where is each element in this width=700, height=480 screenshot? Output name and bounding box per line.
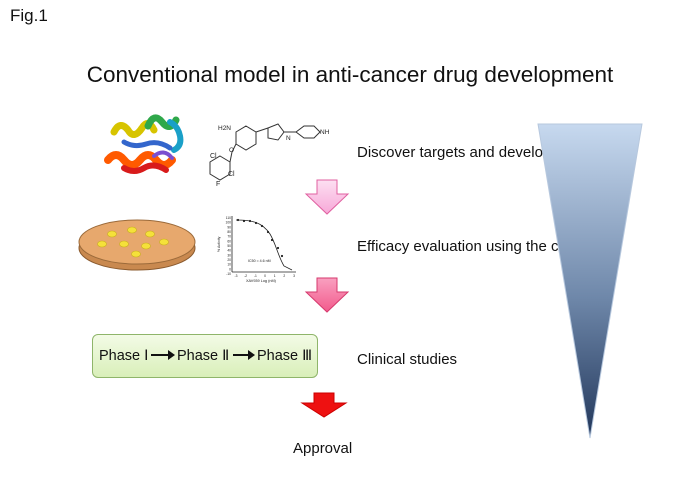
attrition-funnel-triangle (537, 123, 643, 439)
inset-x-label: XAV939 Log (nM) (246, 279, 277, 283)
inset-y-tick-label: 70 (227, 235, 231, 239)
inset-x-tick-label: 2 (283, 274, 285, 278)
inset-point (254, 221, 258, 225)
approval-text: Approval (293, 440, 353, 457)
chloro-label-top: Cl (210, 153, 217, 160)
inset-y-tick-label: 90 (227, 225, 231, 229)
inset-x-tick-label: -3 (235, 274, 238, 278)
stage-clinical-text: Clinical studies (357, 351, 458, 368)
inset-y-tick-label: 20 (227, 258, 231, 262)
inset-x-tick-label: 3 (293, 274, 295, 278)
drug-molecule-image: H2N Cl Cl F O N NH (209, 123, 330, 188)
inset-y-tick-label: 60 (227, 239, 231, 243)
figure-title: Conventional model in anti-cancer drug d… (86, 62, 614, 87)
chloro-label-bottom: Cl (228, 171, 235, 178)
inset-y-tick-label: 0 (229, 267, 231, 271)
protein-structure-image (104, 114, 184, 174)
inset-y-tick-label: 40 (227, 249, 231, 253)
inset-y-tick-label: -10 (226, 272, 231, 276)
inset-x-tick-label: 0 (264, 274, 266, 278)
amine-label: H2N (218, 125, 231, 132)
stage-efficacy-text: Efficacy evaluation using the cell line (357, 238, 602, 255)
inset-point (266, 230, 270, 234)
inset-point (280, 254, 284, 258)
inset-y-tick-label: 30 (227, 253, 231, 257)
inset-y-tick-label: 80 (227, 230, 231, 234)
inset-point (260, 224, 264, 228)
figure-label: Fig.1 (10, 6, 48, 25)
process-arrow-2 (304, 277, 350, 313)
inset-y-tick-label: 50 (227, 244, 231, 248)
clinical-phases-box: Phase Ⅰ Phase Ⅱ Phase Ⅲ (92, 334, 318, 378)
inset-point (236, 218, 240, 222)
inset-y-label: % Activity (217, 236, 221, 252)
process-arrow-1 (304, 179, 350, 215)
phase-2-label: Phase Ⅱ (177, 348, 230, 364)
inset-y-tick-label: 110 (226, 216, 231, 220)
phase-1-label: Phase Ⅰ (99, 348, 149, 364)
phase-arrow (151, 350, 175, 360)
inset-point (270, 238, 274, 242)
inset-y-tick-label: 100 (225, 221, 231, 225)
inset-x-tick-label: 1 (274, 274, 276, 278)
oxygen-label: O (229, 147, 234, 154)
inset-y-tick-label: 10 (227, 263, 231, 267)
process-arrow-3 (300, 392, 348, 418)
inset-point (276, 246, 280, 250)
nitrogen-label: N (286, 135, 291, 142)
cell-culture-dish-image (78, 219, 196, 271)
phase-arrow (233, 350, 255, 360)
fluoro-label: F (216, 181, 220, 188)
inset-point (242, 219, 246, 223)
inset-ic50-annotation: IC50 = 4.6 nM (248, 259, 271, 263)
nh-label: NH (320, 129, 330, 136)
inset-point (248, 219, 252, 223)
phase-3-label: Phase Ⅲ (257, 348, 313, 364)
inset-x-tick-label: -2 (244, 274, 247, 278)
inset-x-tick-label: -1 (254, 274, 257, 278)
